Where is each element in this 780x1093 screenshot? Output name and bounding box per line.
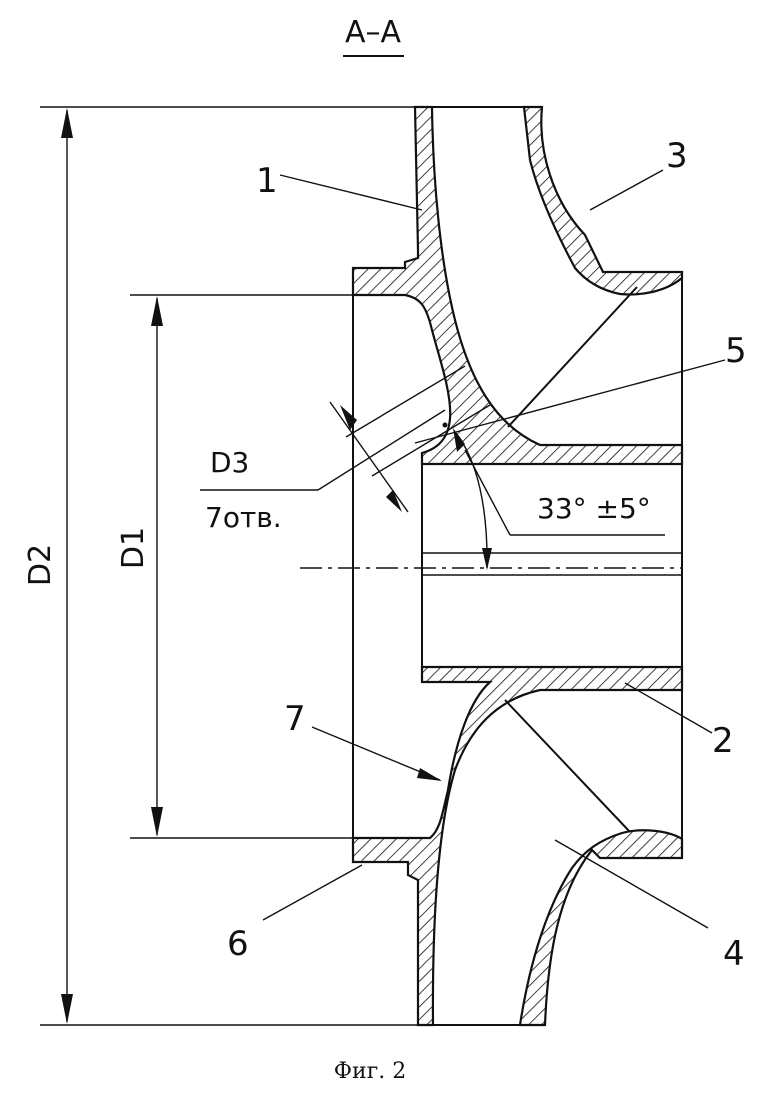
- d3-label: D3: [210, 446, 249, 479]
- d1-label: D1: [116, 527, 151, 569]
- rear-shroud-lower: [518, 829, 684, 1027]
- callout-4: 4: [723, 934, 745, 974]
- housing-outline: [352, 106, 683, 1026]
- d2-dimension: [40, 106, 418, 1026]
- callout-6: 6: [227, 924, 249, 964]
- vane-edge-upper: [507, 286, 638, 428]
- callout-1: 1: [256, 161, 278, 201]
- section-title: A–A: [345, 15, 402, 50]
- d2-label: D2: [23, 544, 58, 586]
- holes-count-label: 7отв.: [205, 501, 282, 534]
- angle-dimension: [453, 428, 665, 570]
- hub-bore: [300, 453, 682, 682]
- callout-leaders: [262, 169, 726, 929]
- callout-5: 5: [725, 331, 747, 371]
- d3-dimension: [200, 365, 491, 513]
- front-shroud-upper: [351, 105, 684, 466]
- vane-edge-lower: [504, 699, 631, 833]
- figure-caption: Фиг. 2: [334, 1059, 406, 1084]
- d1-dimension: [130, 294, 430, 839]
- hub-lower: [351, 665, 684, 1027]
- callout-3: 3: [666, 136, 688, 176]
- rear-shroud-upper: [522, 105, 684, 296]
- callout-2: 2: [712, 721, 734, 761]
- callout-7: 7: [284, 699, 306, 739]
- angle-label: 33° ±5°: [537, 492, 651, 525]
